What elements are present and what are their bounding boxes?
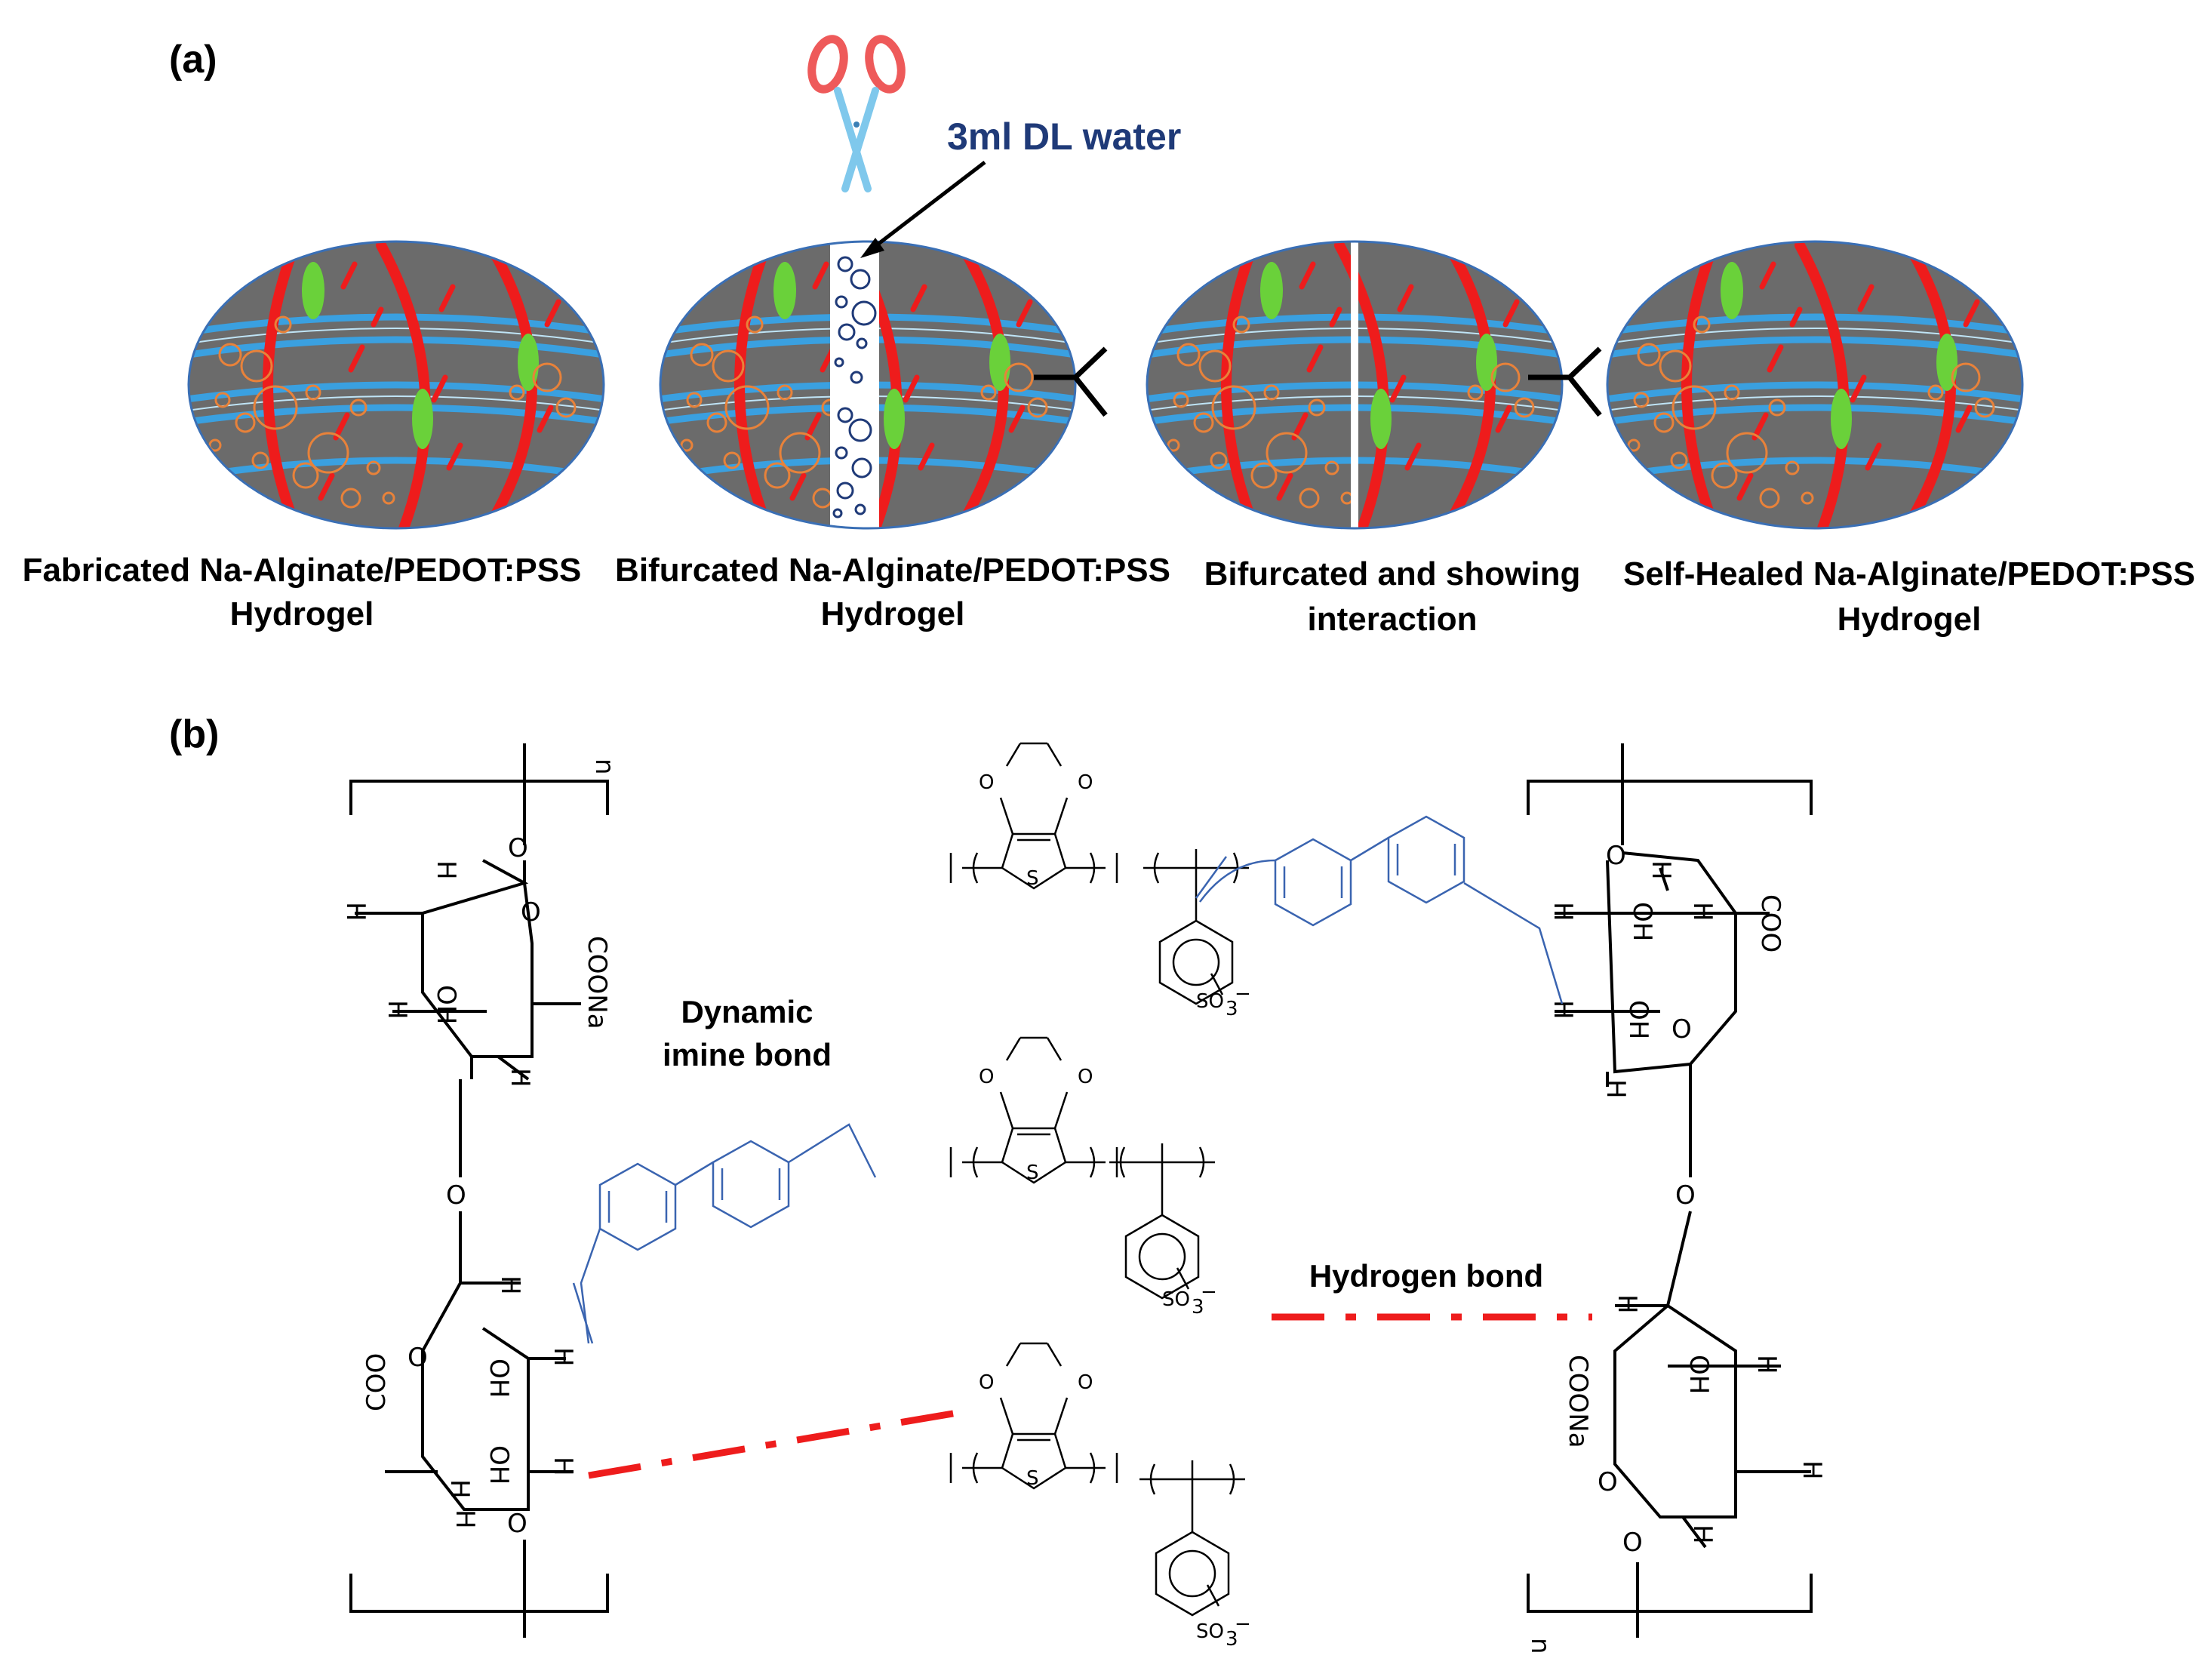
svg-text:OH: OH xyxy=(484,1445,514,1485)
arrow-icon xyxy=(860,161,986,258)
caption-self-healed: Self-Healed Na-Alginate/PEDOT:PSS Hydrog… xyxy=(1623,555,2195,638)
panel-b-label: (b) xyxy=(169,712,219,756)
svg-text:O: O xyxy=(1078,1066,1093,1088)
right-alginate-chain: O H H OH H COO H OH O H O H OH H COONa O… xyxy=(1525,743,1827,1654)
panel-a-label: (a) xyxy=(169,38,217,82)
svg-text:3: 3 xyxy=(1226,998,1238,1020)
imine-linker-middle xyxy=(572,1123,877,1344)
svg-text:H: H xyxy=(444,1479,475,1499)
caption-fabricated: Fabricated Na-Alginate/PEDOT:PSS Hydroge… xyxy=(23,552,582,632)
svg-text:Hydrogel: Hydrogel xyxy=(1838,601,1982,638)
svg-text:H: H xyxy=(1612,1294,1642,1314)
svg-text:COONa: COONa xyxy=(582,936,612,1029)
svg-text:n: n xyxy=(1525,1638,1555,1654)
svg-text:H: H xyxy=(382,1000,412,1020)
hydrogel-fabricated xyxy=(187,240,605,530)
svg-text:Bifurcated Na-Alginate/PEDOT:P: Bifurcated Na-Alginate/PEDOT:PSS xyxy=(615,552,1170,589)
svg-text:O: O xyxy=(979,1371,994,1394)
svg-text:Bifurcated and showing: Bifurcated and showing xyxy=(1204,555,1581,592)
svg-text:H: H xyxy=(548,1347,578,1367)
svg-text:O: O xyxy=(1598,1467,1618,1497)
svg-text:O: O xyxy=(446,1180,466,1211)
svg-text:O: O xyxy=(1675,1180,1696,1211)
svg-text:H: H xyxy=(505,1068,535,1088)
svg-text:Fabricated Na-Alginate/PEDOT:P: Fabricated Na-Alginate/PEDOT:PSS xyxy=(23,552,582,589)
svg-text:Dynamic: Dynamic xyxy=(681,994,813,1029)
hydrogen-bond-label: Hydrogen bond xyxy=(1309,1258,1543,1294)
svg-text:H: H xyxy=(1687,1525,1718,1544)
svg-text:H: H xyxy=(1751,1355,1782,1374)
svg-text:S: S xyxy=(1026,1162,1039,1184)
svg-text:O: O xyxy=(1606,841,1626,871)
svg-text:OH: OH xyxy=(484,1358,514,1398)
svg-text:H: H xyxy=(1797,1460,1827,1480)
svg-text:Self-Healed Na-Alginate/PEDOT:: Self-Healed Na-Alginate/PEDOT:PSS xyxy=(1623,555,2195,592)
svg-text:H: H xyxy=(1548,1000,1578,1020)
hydrogen-bond-line-left xyxy=(588,1408,967,1479)
svg-text:O: O xyxy=(1671,1014,1692,1045)
caption-bifurcated: Bifurcated Na-Alginate/PEDOT:PSS Hydroge… xyxy=(615,552,1170,632)
svg-text:S: S xyxy=(1026,867,1039,890)
svg-text:H: H xyxy=(340,902,371,922)
svg-text:H: H xyxy=(450,1509,480,1529)
svg-text:3: 3 xyxy=(1192,1296,1204,1318)
svg-text:COO: COO xyxy=(361,1353,392,1411)
hydrogel-self-healed xyxy=(1606,240,2024,530)
caption-interaction: Bifurcated and showing interaction xyxy=(1204,555,1581,638)
svg-text:interaction: interaction xyxy=(1308,601,1478,638)
pedot-pss-middle: S O O SO 3 − xyxy=(949,1036,1217,1318)
hydrogel-bifurcated xyxy=(659,240,1077,530)
svg-text:O: O xyxy=(407,1343,428,1373)
imine-linker-top xyxy=(1195,815,1564,1005)
svg-text:n: n xyxy=(589,758,620,775)
pedot-pss-bottom: S O O SO 3 − xyxy=(949,1342,1251,1651)
svg-text:O: O xyxy=(979,771,994,794)
svg-text:imine bond: imine bond xyxy=(663,1037,832,1072)
svg-text:OH: OH xyxy=(1627,902,1657,941)
svg-text:COO: COO xyxy=(1755,894,1785,952)
svg-text:S: S xyxy=(1026,1467,1039,1490)
svg-text:O: O xyxy=(507,1509,527,1539)
svg-text:O: O xyxy=(979,1066,994,1088)
svg-text:H: H xyxy=(1601,1079,1631,1099)
svg-text:O: O xyxy=(1078,1371,1093,1394)
svg-text:3: 3 xyxy=(1226,1628,1238,1651)
svg-text:−: − xyxy=(1201,1281,1217,1303)
svg-text:OH: OH xyxy=(431,985,461,1024)
svg-text:OH: OH xyxy=(1623,1000,1653,1039)
svg-text:SO: SO xyxy=(1196,1620,1224,1643)
svg-text:H: H xyxy=(1548,902,1578,922)
svg-text:O: O xyxy=(1078,771,1093,794)
svg-text:SO: SO xyxy=(1196,990,1224,1013)
svg-text:H: H xyxy=(1687,902,1718,922)
svg-text:−: − xyxy=(1235,1613,1251,1635)
svg-text:SO: SO xyxy=(1162,1288,1190,1311)
pedot-pss-top: S O O SO 3 − xyxy=(949,742,1251,1020)
hydrogel-interaction xyxy=(1146,230,1564,540)
svg-text:O: O xyxy=(508,833,528,863)
scissors-icon xyxy=(807,35,906,189)
svg-text:O: O xyxy=(1622,1528,1643,1558)
svg-text:H: H xyxy=(548,1457,578,1476)
svg-text:H: H xyxy=(1646,860,1676,880)
svg-text:H: H xyxy=(431,860,461,880)
svg-text:COONa: COONa xyxy=(1563,1355,1593,1448)
svg-text:OH: OH xyxy=(1684,1355,1714,1394)
svg-text:O: O xyxy=(521,897,541,928)
water-callout: 3ml DL water xyxy=(947,115,1181,158)
svg-text:H: H xyxy=(495,1275,525,1295)
dynamic-imine-bond-label: Dynamic imine bond xyxy=(663,994,832,1072)
left-alginate-chain: n O O H H H OH COONa H O H O H OH H OH C… xyxy=(340,743,620,1638)
svg-text:Hydrogel: Hydrogel xyxy=(230,595,374,632)
svg-text:Hydrogel: Hydrogel xyxy=(821,595,965,632)
svg-text:−: − xyxy=(1235,983,1251,1005)
